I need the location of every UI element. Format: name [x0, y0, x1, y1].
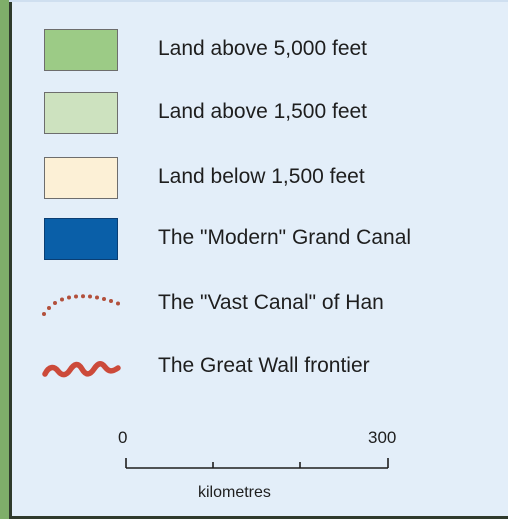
scale-end-label: 300 — [368, 428, 397, 447]
legend-label: The "Vast Canal" of Han — [158, 291, 384, 314]
legend-label: The "Modern" Grand Canal — [158, 226, 412, 249]
high-land-swatch — [44, 29, 118, 71]
legend-item-great-wall: The Great Wall frontier — [12, 346, 508, 396]
scale-unit-label: kilometres — [198, 484, 271, 501]
dotted-arc-icon — [42, 294, 120, 316]
legend-label: Land above 1,500 feet — [158, 100, 368, 123]
scale-bar — [125, 458, 389, 469]
grand-canal-swatch — [44, 218, 118, 260]
low-land-swatch — [44, 157, 118, 199]
wavy-line-icon — [42, 361, 121, 378]
legend-item-vast-canal: The "Vast Canal" of Han — [12, 283, 508, 333]
scale-start-label: 0 — [118, 428, 128, 447]
mid-land-swatch — [44, 92, 118, 134]
legend-item-mid-land: Land above 1,500 feet — [12, 92, 508, 142]
legend-item-grand-canal: The "Modern" Grand Canal — [12, 218, 508, 268]
legend-item-high-land: Land above 5,000 feet — [12, 29, 508, 79]
legend-item-low-land: Land below 1,500 feet — [12, 157, 508, 207]
legend-label: Land below 1,500 feet — [158, 165, 365, 188]
legend-label: Land above 5,000 feet — [158, 37, 368, 60]
legend-label: The Great Wall frontier — [158, 354, 370, 377]
map-legend: Land above 5,000 feet Land above 1,500 f… — [9, 2, 508, 519]
